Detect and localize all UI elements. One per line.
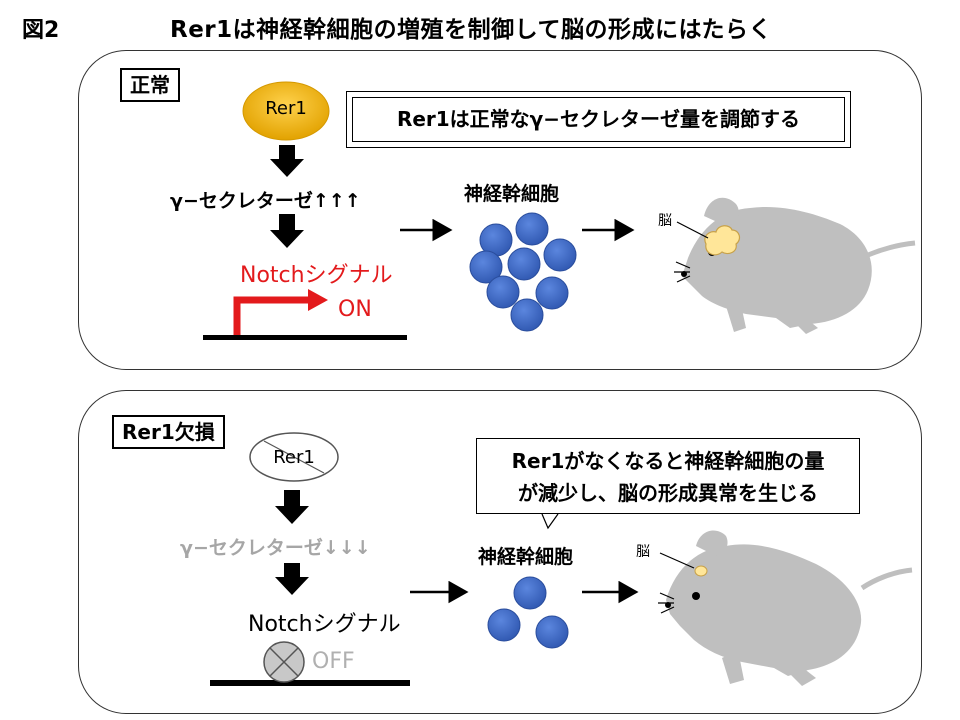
on-arrow-head-icon	[308, 289, 328, 311]
deficient-tag: Rer1欠損	[112, 415, 225, 449]
brain-pointer	[659, 552, 695, 569]
stem-cell	[507, 247, 541, 281]
signal-on-label: ON	[338, 297, 372, 322]
deficient-callout-line1: Rer1がなくなると神経幹細胞の量	[511, 449, 825, 473]
down-arrow-icon	[275, 490, 309, 524]
stem-cells-label: 神経幹細胞	[464, 183, 560, 205]
figure-title: Rer1は神経幹細胞の増殖を制御して脳の形成にはたらく	[170, 17, 773, 43]
rer1-deleted-label: Rer1	[273, 447, 315, 468]
down-arrow-icon	[275, 563, 309, 595]
stem-cell	[486, 275, 520, 309]
stem-cells-label: 神経幹細胞	[478, 546, 574, 568]
mouse-deficient-icon	[666, 530, 913, 686]
stem-cell	[535, 276, 569, 310]
rer1-ellipse	[242, 81, 330, 141]
signal-off-label: OFF	[312, 649, 355, 674]
down-arrow-icon	[270, 145, 304, 177]
mouse-eye	[692, 592, 700, 600]
normal-callout: Rer1は正常なγ−セクレターゼ量を調節する	[346, 91, 851, 148]
brain-large-icon	[704, 225, 741, 256]
stem-cell	[513, 576, 547, 610]
deficient-callout: Rer1がなくなると神経幹細胞の量 が減少し、脳の形成異常を生じる	[476, 438, 860, 514]
brain-label: 脳	[658, 213, 672, 229]
down-arrow-icon	[270, 214, 304, 248]
promoter-line	[210, 680, 410, 686]
off-x-cross	[269, 647, 299, 677]
brain-small-icon	[694, 565, 708, 577]
promoter-line	[203, 335, 407, 340]
mouse-whiskers	[658, 592, 675, 614]
stem-cell	[515, 212, 549, 246]
stem-cell	[535, 615, 569, 649]
callout-tail	[541, 513, 559, 530]
stem-cell	[510, 298, 544, 332]
gamma-secretase-down-label: γ−セクレターゼ↓↓↓	[180, 537, 371, 559]
notch-signal-label: Notchシグナル	[248, 612, 401, 637]
brain-label: 脳	[636, 544, 650, 560]
deficient-callout-line2: が減少し、脳の形成異常を生じる	[518, 481, 818, 505]
rer1-label: Rer1	[265, 98, 307, 119]
brain-pointer	[676, 221, 709, 239]
stem-cell-cluster	[469, 212, 577, 332]
stem-cell-cluster	[487, 576, 569, 649]
figure-label: 図2	[22, 18, 60, 43]
mouse-normal-icon	[682, 197, 916, 334]
gamma-secretase-up-label: γ−セクレターゼ↑↑↑	[170, 190, 361, 212]
mouse-whiskers	[674, 261, 691, 283]
normal-tag: 正常	[120, 68, 180, 102]
deletion-slash	[263, 440, 325, 474]
notch-signal-label: Notchシグナル	[240, 263, 393, 288]
stem-cell	[487, 608, 521, 642]
stem-cell	[543, 238, 577, 272]
stem-cell	[469, 250, 503, 284]
on-arrow-icon	[233, 296, 310, 335]
